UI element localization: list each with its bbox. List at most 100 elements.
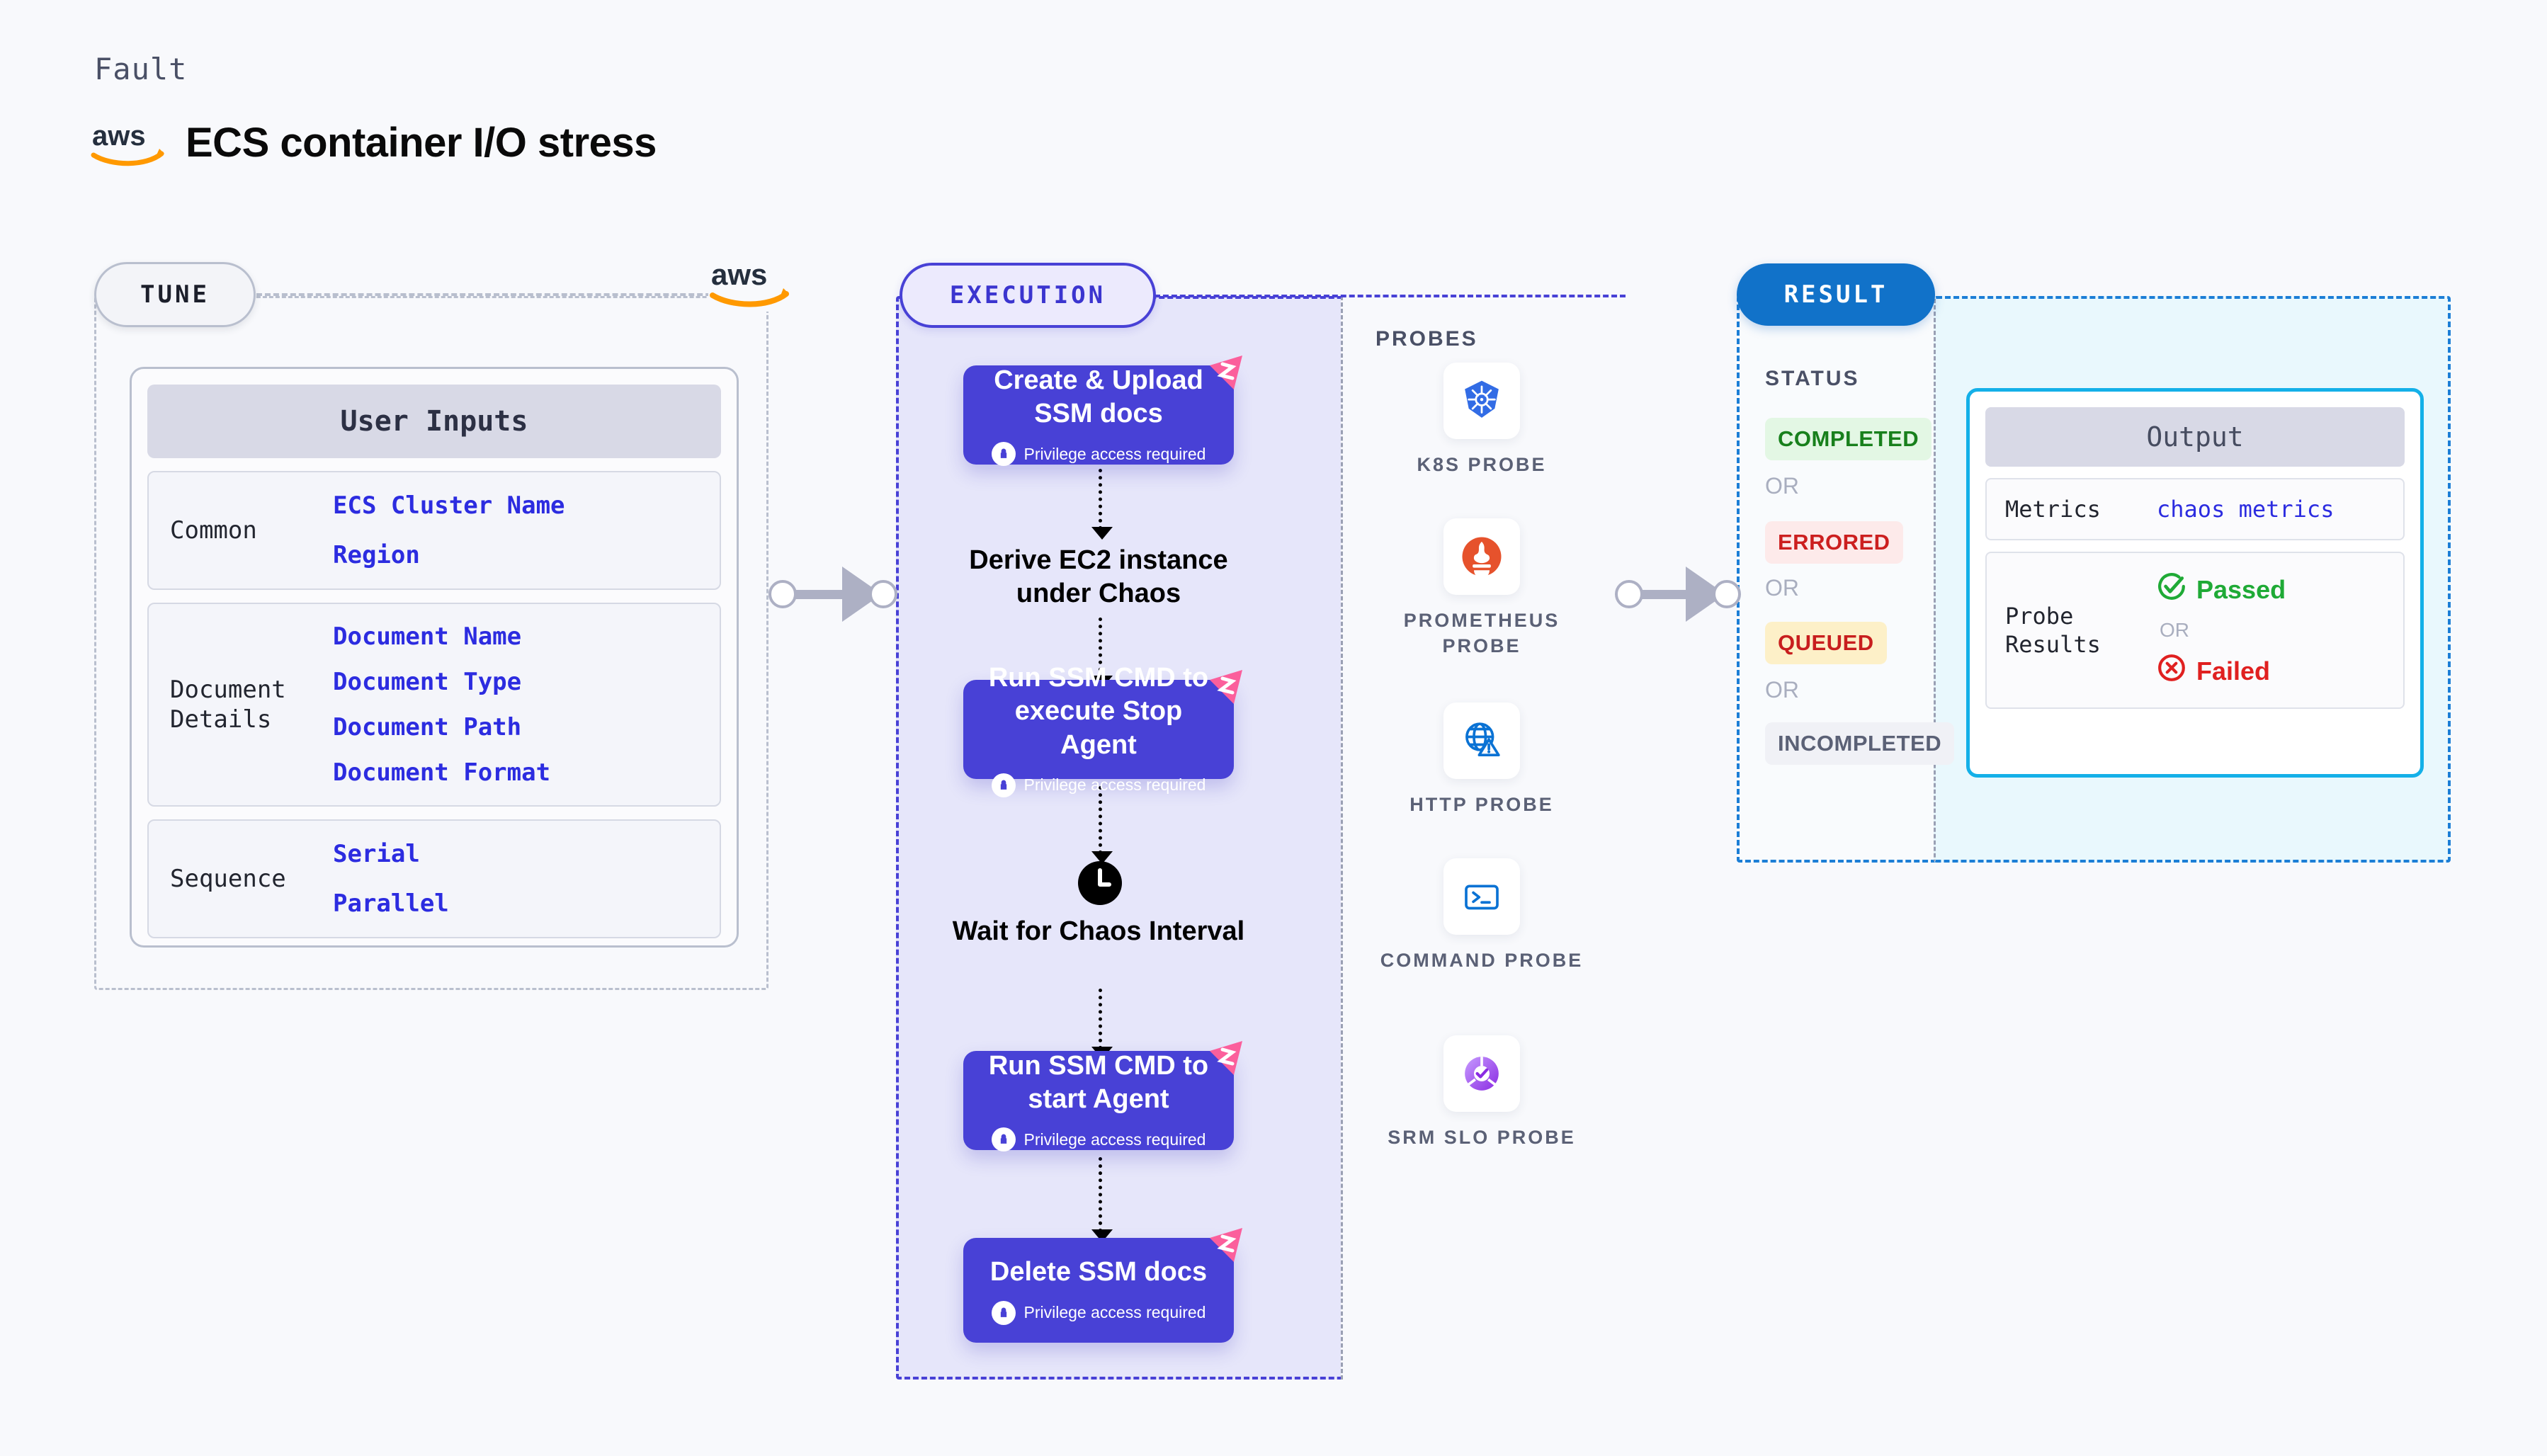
execution-step-wait-for-chaos-interval: Wait for Chaos Interval [952,916,1245,946]
execution-step-run-ssm-cmd-stop-agent[interactable]: Run SSM CMD to execute Stop Agent Privil… [963,663,1242,797]
probes-label: PROBES [1375,327,1478,351]
probe-item-k8s[interactable]: K8S PROBE [1361,363,1602,477]
execution-dash-line [1155,295,1626,297]
lock-icon [991,1300,1016,1325]
probe-results-or: OR [2160,619,2189,641]
status-or: OR [1765,473,1799,499]
srm-slo-icon [1443,1035,1520,1112]
input-group-common: Common ECS Cluster Name Region [147,471,721,590]
privilege-text: Privilege access required [1023,1130,1206,1149]
probe-name: PROMETHEUS PROBE [1403,610,1560,657]
result-badge[interactable]: RESULT [1737,263,1935,326]
status-label: STATUS [1765,367,1860,390]
connector-execution-to-result [1615,567,1741,622]
tune-region [94,296,768,990]
status-badge-completed: COMPLETED [1765,418,1932,460]
privilege-text: Privilege access required [1023,1303,1206,1322]
cross-circle-icon [2157,653,2186,689]
probe-result-passed: Passed [2157,571,2286,608]
aws-logo-icon: aws [91,120,167,166]
status-badge-incompleted: INCOMPLETED [1765,722,1955,765]
result-region [1737,296,1936,863]
input-value[interactable]: ECS Cluster Name [333,491,565,520]
status-badge-queued: QUEUED [1765,622,1887,664]
user-inputs-card: User Inputs Common ECS Cluster Name Regi… [130,367,739,948]
litmus-ribbon-icon [1198,1219,1252,1273]
probe-name: K8S PROBE [1417,454,1547,475]
privilege-note: Privilege access required [991,773,1206,797]
litmus-ribbon-icon [1198,347,1252,401]
input-value[interactable]: Parallel [333,889,449,918]
probe-name: SRM SLO PROBE [1388,1127,1576,1148]
flow-arrow [1091,469,1113,540]
page-title: ECS container I/O stress [186,120,657,166]
input-group-label: Common [170,516,257,545]
probe-item-prometheus[interactable]: PROMETHEUS PROBE [1361,518,1602,659]
output-group-metrics: Metrics chaos metrics [1985,478,2405,540]
privilege-note: Privilege access required [991,1127,1206,1152]
aws-corner-logo-icon: aws [708,256,792,312]
execution-step-derive-ec2-instance: Derive EC2 instance under Chaos [969,545,1228,609]
step-title: Delete SSM docs [989,1257,1208,1287]
probe-result-failed: Failed [2157,653,2286,689]
check-circle-icon [2157,571,2186,608]
execution-badge[interactable]: EXECUTION [900,263,1156,328]
probes-region [1341,296,1623,1380]
status-badge-errored: ERRORED [1765,521,1903,564]
status-or: OR [1765,575,1799,601]
input-value[interactable]: Region [333,541,420,569]
input-value[interactable]: Document Type [333,668,522,696]
litmus-ribbon-icon [1198,1033,1252,1086]
privilege-text: Privilege access required [1023,775,1206,795]
output-group-probe-results: Probe Results Passed OR [1985,552,2405,709]
metrics-value[interactable]: chaos metrics [2157,496,2335,523]
page-eyebrow: Fault [94,52,188,86]
failed-label: Failed [2196,656,2271,686]
input-group-label: Sequence [170,864,286,893]
step-title: Run SSM CMD to start Agent [988,1050,1209,1114]
privilege-note: Privilege access required [991,1300,1206,1325]
svg-text:aws: aws [711,258,767,291]
terminal-icon [1443,858,1520,935]
flow-arrow [1091,989,1113,1059]
tune-badge[interactable]: TUNE [94,262,256,327]
metrics-label: Metrics [2005,496,2101,523]
page-title-row: aws ECS container I/O stress [91,119,657,166]
probe-results-label: Probe Results [2005,603,2101,658]
passed-label: Passed [2196,574,2286,604]
flow-arrow [1091,786,1113,864]
svg-text:aws: aws [92,120,146,152]
probe-item-command[interactable]: COMMAND PROBE [1361,858,1602,973]
probe-name: COMMAND PROBE [1380,950,1584,971]
input-group-label: Document Details [170,675,286,734]
clock-icon [1078,861,1122,905]
execution-step-create-upload-ssm-docs[interactable]: Create & Upload SSM docs Privilege acces… [963,356,1242,467]
input-group-sequence: Sequence Serial Parallel [147,819,721,938]
tune-dash-line [256,293,745,296]
input-value[interactable]: Document Path [333,713,522,741]
prometheus-icon [1443,518,1520,595]
kubernetes-icon [1443,363,1520,439]
probe-item-srm-slo[interactable]: SRM SLO PROBE [1361,1035,1602,1150]
litmus-ribbon-icon [1198,661,1252,715]
execution-step-delete-ssm-docs[interactable]: Delete SSM docs Privilege access require… [963,1228,1242,1343]
input-value[interactable]: Document Format [333,758,551,787]
http-globe-icon [1443,703,1520,779]
connector-tune-to-execution [768,567,897,622]
lock-icon [991,442,1016,467]
user-inputs-title: User Inputs [147,385,721,458]
output-title: Output [1985,407,2405,467]
input-group-document-details: Document Details Document Name Document … [147,603,721,807]
lock-icon [991,773,1016,797]
execution-step-run-ssm-cmd-start-agent[interactable]: Run SSM CMD to start Agent Privilege acc… [963,1041,1242,1152]
status-or: OR [1765,677,1799,703]
probe-name: HTTP PROBE [1409,794,1554,815]
input-value[interactable]: Serial [333,840,420,868]
privilege-note: Privilege access required [991,442,1206,467]
step-title: Run SSM CMD to execute Stop Agent [988,663,1209,760]
output-card: Output Metrics chaos metrics Probe Resul… [1966,388,2424,778]
privilege-text: Privilege access required [1023,444,1206,463]
input-value[interactable]: Document Name [333,622,522,651]
probe-item-http[interactable]: HTTP PROBE [1361,703,1602,817]
